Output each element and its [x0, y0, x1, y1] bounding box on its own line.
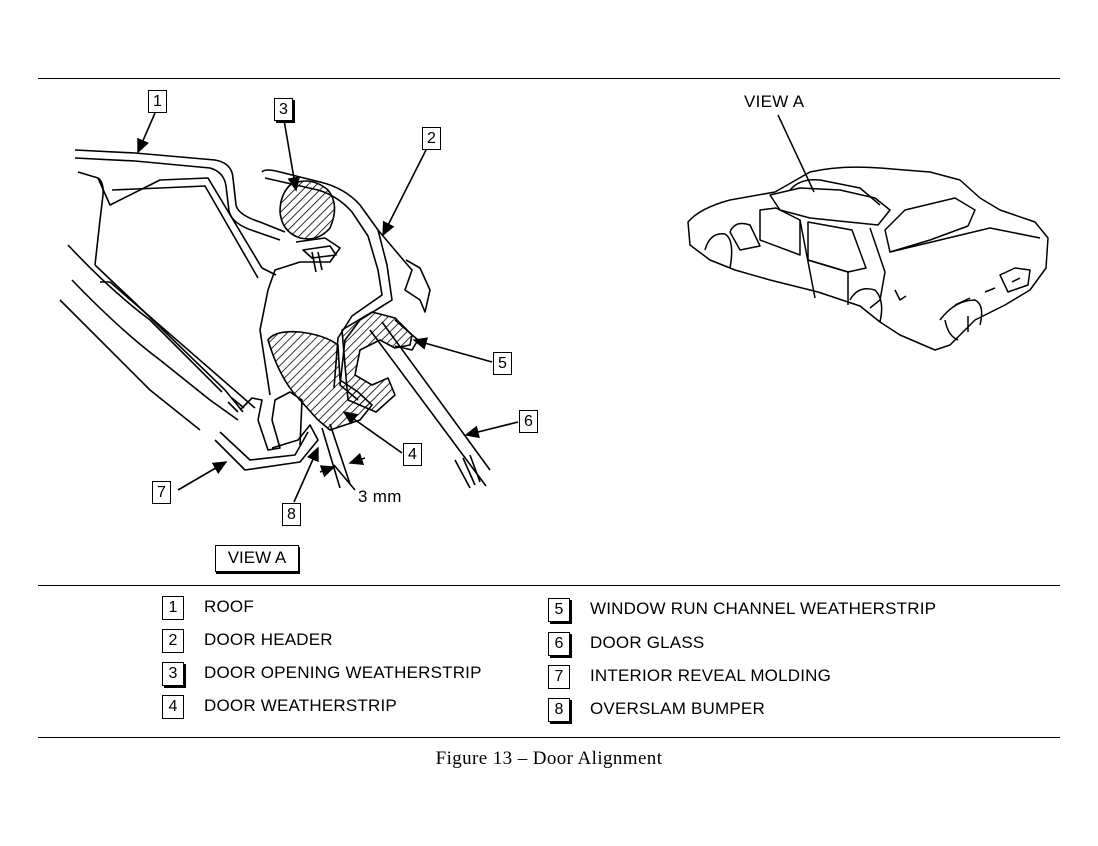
view-a-box: VIEW A — [215, 545, 299, 572]
legend-number: 5 — [548, 598, 570, 622]
top-rule — [38, 78, 1060, 79]
bottom-rule — [38, 737, 1060, 738]
figure-caption: Figure 13 – Door Alignment — [435, 748, 663, 769]
legend-number: 1 — [162, 596, 184, 620]
legend-text: ROOF — [204, 597, 254, 616]
callout-4: 4 — [403, 443, 422, 466]
legend-text: OVERSLAM BUMPER — [590, 699, 765, 718]
callout-7: 7 — [152, 481, 171, 504]
legend-text: DOOR WEATHERSTRIP — [204, 696, 397, 715]
callout-3: 3 — [274, 98, 293, 121]
legend-text: DOOR HEADER — [204, 630, 333, 649]
callout-8: 8 — [282, 503, 301, 526]
legend-text: DOOR OPENING WEATHERSTRIP — [204, 663, 482, 682]
legend-number: 3 — [162, 662, 184, 686]
legend-number: 8 — [548, 698, 570, 722]
window-run-channel-weatherstrip — [341, 311, 413, 413]
callout-2: 2 — [422, 127, 441, 150]
legend-number: 6 — [548, 632, 570, 656]
legend-text: INTERIOR REVEAL MOLDING — [590, 666, 832, 685]
car-illustration — [687, 114, 1049, 351]
callout-5: 5 — [493, 352, 512, 375]
gap-dimension-label: 3 mm — [358, 487, 402, 506]
legend-text: WINDOW RUN CHANNEL WEATHERSTRIP — [590, 599, 937, 618]
legend-text: DOOR GLASS — [590, 633, 705, 652]
door-opening-weatherstrip — [279, 180, 336, 240]
door-header — [261, 169, 393, 401]
callout-1: 1 — [148, 90, 167, 113]
door-glass — [369, 321, 491, 487]
legend-number: 7 — [548, 665, 570, 689]
cross-section — [59, 149, 491, 489]
view-a-label: VIEW A — [744, 92, 805, 111]
door-weatherstrip — [267, 330, 373, 431]
callout-6: 6 — [519, 410, 538, 433]
interior-reveal-molding — [214, 424, 319, 471]
roof-panel — [74, 149, 286, 233]
legend-number: 2 — [162, 629, 184, 653]
middle-rule — [38, 585, 1060, 586]
legend-number: 4 — [162, 695, 184, 719]
